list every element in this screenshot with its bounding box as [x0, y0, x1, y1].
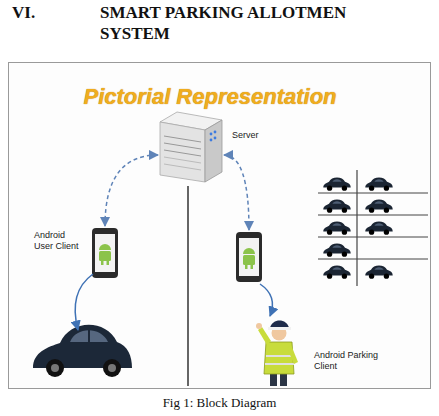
parking-lot: [318, 170, 428, 286]
device-node: Android Parking Client: [234, 230, 264, 286]
server-icon: [160, 112, 222, 182]
device-label: Server: [232, 130, 272, 141]
device-label: Android Parking Client: [314, 350, 384, 372]
solid-arrow: [75, 274, 93, 330]
figure-caption: Fig 1: Block Diagram: [0, 395, 439, 411]
section-number: VI.: [12, 2, 35, 23]
phone-icon: [92, 228, 118, 278]
device-node: Android User Client: [90, 226, 120, 282]
figure-frame: [9, 63, 431, 389]
car-illustration: [33, 325, 132, 377]
phone-icon: [236, 232, 262, 282]
device-label: Android User Client: [34, 230, 86, 252]
device-node: Server: [158, 110, 224, 184]
dashed-connector: [105, 155, 158, 226]
section-title: SMART PARKING ALLOTMEN SYSTEM: [100, 2, 400, 44]
dashed-connector: [224, 155, 249, 230]
figure-heading: Pictorial Representation: [60, 84, 360, 110]
divider-line: [187, 186, 189, 386]
officer-illustration: [256, 321, 298, 387]
solid-arrow: [260, 284, 272, 316]
